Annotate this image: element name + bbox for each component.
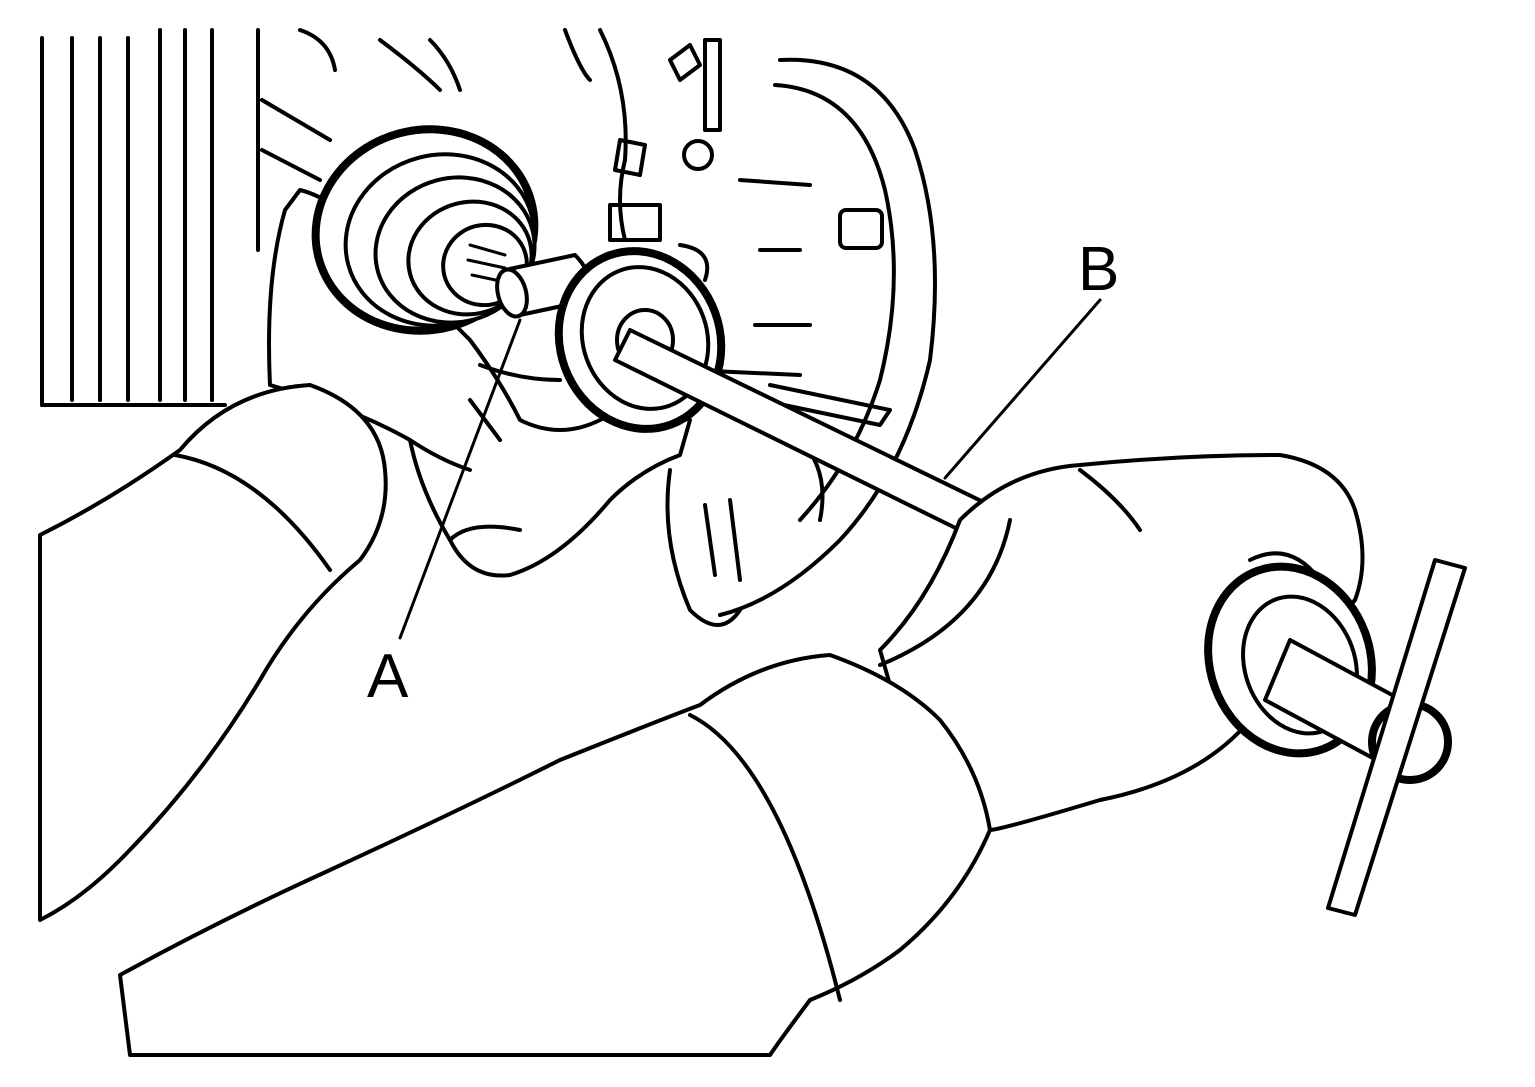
callout-b-leader <box>943 298 1102 480</box>
installer-tool <box>554 247 1012 547</box>
callout-leaders <box>398 298 1102 640</box>
drive-shaft-boot <box>311 125 539 335</box>
callout-b-label: B <box>1078 235 1119 304</box>
callout-a-leader <box>398 318 522 640</box>
sleeves <box>38 383 1012 1057</box>
background-panel <box>40 28 332 407</box>
callout-a-label: A <box>367 642 409 711</box>
